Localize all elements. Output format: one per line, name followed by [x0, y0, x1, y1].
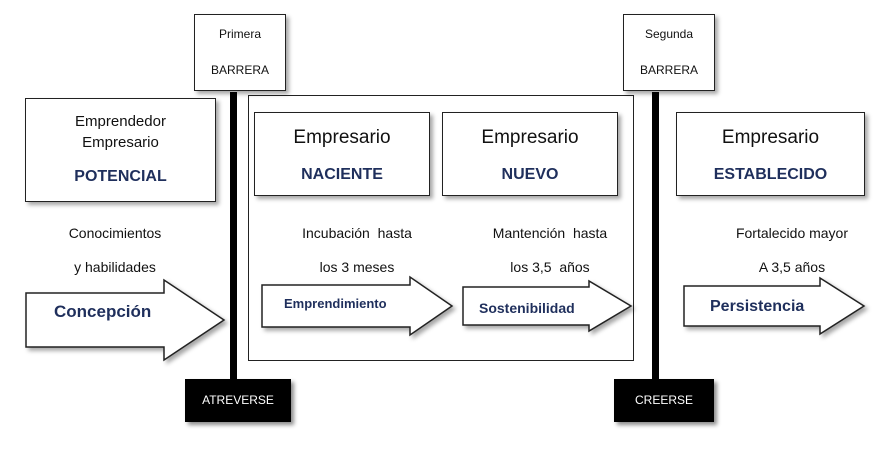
first-barrier-line2: BARRERA [210, 63, 269, 77]
stage-box-naciente: Empresario NACIENTE [254, 112, 430, 196]
stage-naciente-line1: Empresario [293, 127, 391, 148]
arrow-sostenibilidad [462, 279, 633, 333]
second-barrier-action: CREERSE [614, 379, 714, 422]
desc-establecido-line1: Fortalecido mayor [735, 225, 849, 241]
arrow-emprendimiento-label: Emprendimiento [284, 296, 387, 311]
desc-nuevo: Mantención hasta los 3,5 años [476, 224, 624, 276]
desc-establecido: Fortalecido mayor A 3,5 años [720, 224, 864, 276]
stage-nuevo-line1: Empresario [481, 127, 579, 148]
desc-establecido-line2: A 3,5 años [758, 259, 826, 275]
stage-box-establecido: Empresario ESTABLECIDO [676, 112, 865, 196]
stage-establecido-name: ESTABLECIDO [713, 166, 828, 183]
middle-stage-frame [248, 95, 634, 361]
first-barrier-action-text: ATREVERSE [202, 393, 274, 407]
arrow-persistencia-label: Persistencia [710, 298, 805, 315]
arrow-sostenibilidad-label: Sostenibilidad [479, 300, 575, 316]
desc-nuevo-line1: Mantención hasta [492, 225, 608, 241]
desc-naciente: Incubación hasta los 3 meses [284, 224, 430, 276]
stage-establecido-line1: Empresario [721, 127, 820, 148]
arrow-concepcion [25, 278, 226, 362]
second-barrier-action-text: CREERSE [634, 393, 693, 407]
stage-naciente-name: NACIENTE [301, 166, 383, 183]
stage-potencial-line1: Emprendedor [75, 113, 166, 130]
desc-nuevo-line2: los 3,5 años [510, 259, 590, 275]
second-barrier-label: Segunda BARRERA [623, 14, 715, 91]
second-barrier-pillar [652, 92, 659, 382]
arrow-emprendimiento [261, 275, 454, 337]
desc-potencial-line2: y habilidades [74, 259, 156, 275]
stage-potencial-name: POTENCIAL [74, 168, 167, 185]
stage-potencial-line2: Empresario [82, 134, 159, 151]
first-barrier-action: ATREVERSE [185, 379, 291, 422]
stage-box-potencial: Emprendedor Empresario POTENCIAL [25, 98, 216, 202]
second-barrier-line1: Segunda [644, 27, 694, 41]
first-barrier-label: Primera BARRERA [194, 14, 286, 91]
desc-naciente-line2: los 3 meses [319, 259, 395, 275]
arrow-persistencia [683, 276, 866, 336]
desc-naciente-line1: Incubación hasta [302, 225, 412, 241]
stage-nuevo-name: NUEVO [501, 166, 559, 183]
desc-potencial: Conocimientos y habilidades [40, 224, 190, 276]
desc-potencial-line1: Conocimientos [68, 225, 162, 241]
second-barrier-line2: BARRERA [639, 63, 698, 77]
stage-box-nuevo: Empresario NUEVO [442, 112, 618, 196]
first-barrier-pillar [230, 92, 237, 382]
first-barrier-line1: Primera [218, 27, 261, 41]
arrow-concepcion-label: Concepción [54, 302, 152, 321]
